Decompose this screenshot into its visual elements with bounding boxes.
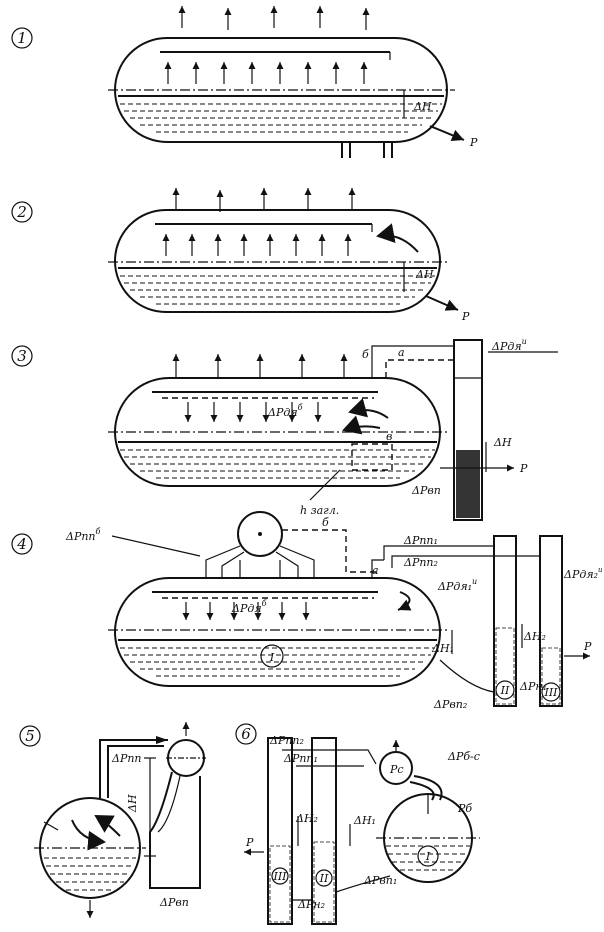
- label-dp-top: ΔPдяи: [491, 337, 527, 353]
- label-dpnn2: ΔPпп₂: [403, 556, 438, 569]
- label-dpbc: ΔPб-с: [447, 750, 480, 763]
- impulse-line-b: [371, 345, 454, 378]
- label-p: P: [583, 640, 592, 653]
- panel-number: 2: [16, 203, 27, 221]
- water-column-II: [311, 737, 337, 925]
- label-dph: ΔPн₂: [297, 898, 325, 911]
- label-dpnn1: ΔPпп₁: [403, 534, 438, 547]
- label-p: P: [519, 462, 528, 475]
- panel-number-circle: [11, 345, 33, 367]
- label-h2: ΔH₂: [523, 630, 546, 643]
- column-water: [456, 450, 480, 518]
- label-p: P: [469, 136, 478, 149]
- label-dpvn: ΔPвп: [411, 484, 441, 497]
- internal-down-arrows: [182, 602, 310, 620]
- label-dpgn2: ΔPдя₂и: [563, 566, 603, 581]
- water-column-III: [267, 737, 293, 925]
- label-dpnn: ΔPпп: [111, 752, 142, 765]
- steam-out-arrows: [172, 354, 348, 378]
- panel-3: 3 ΔPдяб б а в: [11, 337, 558, 521]
- label-h2: ΔH₂: [295, 812, 318, 825]
- panel-6: 6 ΔPпп₂ ΔPпп₁ Pc ΔPб-с Pб I III: [235, 723, 480, 925]
- panel-number: 4: [16, 535, 27, 553]
- impulse-line-a: [385, 359, 454, 378]
- label-dh: ΔH: [413, 100, 432, 113]
- label-a: а: [372, 564, 379, 577]
- label-h1: ΔH₁: [431, 642, 454, 655]
- label-dh: ΔH: [415, 268, 434, 281]
- label-dpnn2: ΔPпп₂: [269, 734, 304, 747]
- internal-steam-arrows: [162, 234, 352, 256]
- water-column-III: [539, 535, 563, 707]
- drum-2: [114, 209, 441, 313]
- label-dh: ΔH: [126, 794, 139, 813]
- label-dpgn1: ΔPдя₁и: [437, 577, 477, 593]
- label-dpge: ΔPдяб: [231, 599, 267, 615]
- panel-number-circle: [235, 723, 257, 745]
- label-dpvn1: ΔPвп₁: [363, 874, 397, 887]
- water-column-II: [493, 535, 517, 707]
- label-h-submerged: h загл.: [300, 504, 339, 517]
- panel-4: 4 б ΔPппб ΔPдяб а: [11, 511, 603, 711]
- label-dpvn: ΔPвп: [159, 896, 189, 909]
- riser-tubes: [205, 545, 315, 578]
- downcomer-pipe: [149, 771, 201, 889]
- column-numeral: III: [543, 686, 558, 699]
- label-p: P: [461, 310, 470, 323]
- impulse-line-b: [282, 529, 378, 573]
- water-volume: [120, 103, 442, 133]
- label-dpvn2: ΔPвп₂: [433, 698, 467, 711]
- panel-number-circle: [11, 201, 33, 223]
- panel-5: 5 ΔPпп ΔH ΔPвп: [19, 722, 206, 918]
- water-volume: [120, 275, 435, 305]
- label-p: P: [245, 836, 254, 849]
- label-b: б: [322, 516, 329, 529]
- water-column: [453, 339, 483, 521]
- panel-number-circle: [11, 27, 33, 49]
- label-dpnn: ΔPппб: [65, 527, 101, 543]
- label-a: а: [398, 346, 405, 359]
- submerged-plate: [351, 443, 393, 471]
- label-h1: ΔH₁: [353, 814, 376, 827]
- panel-number-circle: [11, 533, 33, 555]
- label-dp-mid: ΔPдяб: [267, 403, 303, 419]
- steam-out-arrows: [172, 188, 356, 212]
- drum-4: [114, 577, 441, 687]
- column-numeral: III: [272, 870, 287, 883]
- drum-numeral: I: [269, 651, 275, 664]
- panel-number: 6: [241, 725, 251, 743]
- steam-out-arrows: [178, 6, 370, 30]
- label-dh: ΔH: [493, 436, 512, 449]
- riser-pipe: [99, 739, 168, 798]
- cyclone-separator: [237, 511, 283, 557]
- label-dph: ΔPн₁: [519, 680, 547, 693]
- steam-flow-arrow: [376, 223, 419, 253]
- panel-number-circle: [19, 725, 41, 747]
- internal-steam-arrows: [164, 62, 368, 84]
- label-b: б: [362, 348, 369, 361]
- panel-2: 2: [11, 188, 470, 323]
- column-numeral: II: [500, 684, 510, 697]
- panel-number: 3: [17, 347, 27, 365]
- label-pc: Pc: [389, 763, 404, 776]
- label-v: в: [386, 430, 392, 443]
- column-numeral: II: [319, 872, 329, 885]
- internal-down-arrows: [184, 402, 322, 422]
- panel-number: 1: [17, 29, 27, 47]
- water-volume: [44, 857, 136, 891]
- water-volume: [120, 449, 435, 479]
- drum-numeral: I: [425, 850, 431, 863]
- panel-1: 1: [11, 6, 478, 158]
- water-volume: [120, 647, 435, 677]
- panel-number: 5: [25, 727, 35, 745]
- label-pb: Pб: [457, 802, 472, 815]
